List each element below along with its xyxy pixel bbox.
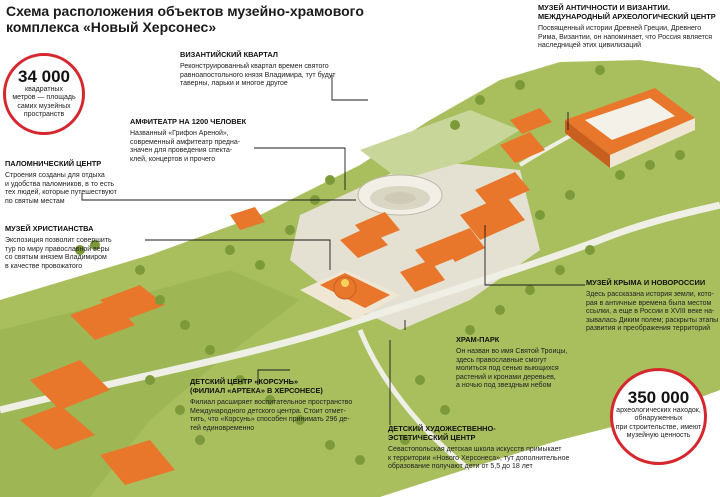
stat-finds-value: 350 000 [627,388,690,407]
label-heading: Музей античности и Византии. Международн… [538,3,720,21]
label-line: Рима, Византии, он напоминает, что Росси… [538,33,713,41]
label-line: рая в античные времена была местом [586,299,712,307]
label-line: зывалась Диким полем; раскрыты этапы [586,316,719,324]
label-line: равноапостольного князя Владимира, тут б… [180,71,336,79]
label-line: тур по миру православной веры [5,245,110,253]
label-line: Экспозиция позволит совершить [5,237,112,244]
title-line-2: комплекса «Новый Херсонес» [6,19,217,35]
label-line: Филиал расширяет воспитательное простран… [190,399,353,406]
label-art-school: Детский художественно- эстетический цент… [388,424,588,472]
label-heading-line: Музей античности и Византии. [538,3,671,12]
stat-area-value: 34 000 [18,67,70,86]
label-line: тить, что «Корсунь» способен принимать 2… [190,416,350,424]
label-heading-line: Детский художественно- [388,424,496,433]
label-amphitheatre: Амфитеатр на 1200 человек Названный «Гри… [130,117,255,164]
label-byzantine-quarter: Византийский квартал Реконструированный … [180,50,355,89]
label-line: в качестве провожатого [5,262,83,270]
leader-lines [81,75,585,425]
label-heading: Амфитеатр на 1200 человек [130,117,247,126]
antiquity-museum-building [565,88,695,168]
label-line: по святым местам [5,197,65,205]
label-line: значен для проведения спекта- [130,147,233,155]
label-antiquity-museum: Музей античности и Византии. Международн… [538,3,720,51]
building-cluster [20,108,552,485]
label-line: растений и кронами деревьев, [456,373,556,381]
label-heading-line: эстетический центр [388,433,476,442]
page-title: Схема расположения объектов музейно-храм… [6,3,364,35]
label-heading: Византийский квартал [180,50,278,59]
label-line: Реконструированный квартал времен святог… [180,63,329,70]
label-heading: Паломнический центр [5,159,102,168]
label-line: образование получают дети от 5,5 до 18 л… [388,463,533,471]
label-line: а ночью под звездным небом [456,382,552,390]
stat-area-caption-1: квадратных [25,86,63,93]
label-heading: Детский центр «Корсунь» (филиал «Артека»… [190,377,360,395]
label-pilgrim-center: Паломнический центр Строения созданы для… [5,159,125,206]
label-line: развития и преображения территорий [586,325,711,333]
label-temple-park: Храм-парк Он назван во имя Святой Троицы… [456,335,584,391]
label-heading-line: (филиал «Артека» в Херсонесе) [190,386,323,395]
label-crimea-museum: Музей Крыма и Новороссии Здесь рассказан… [586,278,720,334]
stat-finds-caption-1: археологических находок, [616,407,701,414]
road [357,329,472,472]
stat-area: 34 000 квадратных метров — площадь самих… [3,53,85,135]
park-area [360,110,520,180]
label-line: современный амфитеатр предна- [130,138,241,146]
label-heading-line: Детский центр «Корсунь» [190,377,299,386]
label-korsun-center: Детский центр «Корсунь» (филиал «Артека»… [190,377,360,433]
label-line: к территории «Нового Херсонеса», тут доп… [388,454,570,462]
label-line: Посвященный истории Древней Греции, Древ… [538,25,702,32]
label-line: молиться под сенью выющихся [456,365,559,373]
stat-finds-caption-3: при строительстве, имеют [615,423,702,431]
label-line: таверны, ларьки и многое другое [180,80,288,88]
trees [75,65,685,465]
label-line: здесь православные смогут [456,356,547,364]
label-christianity-museum: Музей христианства Экспозиция позволит с… [5,224,130,271]
label-line: Здесь рассказана история земли, кото- [586,291,714,298]
stat-area-caption-4: пространств [23,111,65,119]
stat-finds-caption-4: музейную ценность [626,432,691,440]
stat-finds: 350 000 археологических находок, обнаруж… [610,368,707,465]
label-heading: Музей христианства [5,224,94,233]
label-heading: Храм-парк [456,335,500,344]
label-line: тех людей, которые путешествуют [5,189,117,197]
amphitheatre [357,174,443,216]
label-line: Международного детского центра. Стоит от… [190,407,346,415]
stat-area-caption-3: самих музейных [17,102,71,110]
christianity-museum-building [300,270,400,320]
title-line-1: Схема расположения объектов музейно-храм… [6,3,364,19]
label-heading-line: Международный археологический центр [538,12,716,21]
stat-area-caption-2: метров — площадь [12,94,76,102]
stat-finds-caption-2: обнаруженных [634,415,683,423]
label-line: со святым князем Владимиром [5,254,107,262]
label-line: Он назван во имя Святой Троицы, [456,348,568,355]
label-heading: Музей Крыма и Новороссии [586,278,706,287]
label-line: и удобства паломников, в то есть [5,180,115,188]
label-line: Строения созданы для отдыха [5,172,105,179]
label-line: Названный «Грифон Ареной», [130,130,229,137]
label-line: тей единовременно [190,424,255,432]
label-line: клей, концертов и прочего [130,155,216,163]
label-line: Севастопольская детская школа искусств п… [388,446,562,453]
road [0,201,720,414]
label-line: ссылки, а еще в России в XVIII веке на- [586,308,715,316]
label-heading: Детский художественно- эстетический цент… [388,424,588,442]
label-line: наследницей этих цивилизаций [538,42,642,50]
